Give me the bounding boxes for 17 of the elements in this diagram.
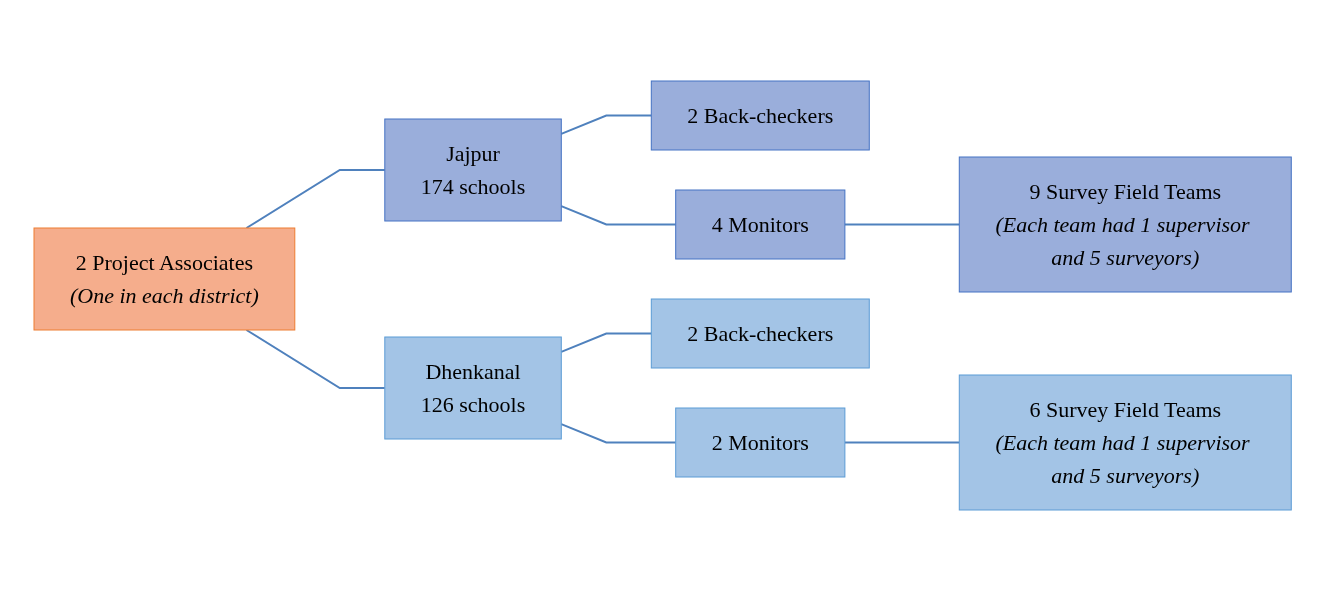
connector xyxy=(843,441,961,443)
node-box: 2 Back-checkers xyxy=(650,80,870,150)
connector xyxy=(560,422,677,443)
connector xyxy=(843,223,961,225)
node-box: Jajpur 174 schools xyxy=(384,118,562,221)
connector xyxy=(245,328,386,389)
node-box: 2 Back-checkers xyxy=(650,298,870,368)
connector xyxy=(245,168,386,229)
node-box: 6 Survey Field Teams (Each team had 1 supervisor and 5 surveyors) xyxy=(958,374,1292,510)
connector xyxy=(560,204,677,225)
node-box: Dhenkanal 126 schools xyxy=(384,336,562,439)
node-box: 9 Survey Field Teams (Each team had 1 supervisor and 5 surveyors) xyxy=(958,156,1292,292)
connector xyxy=(560,114,653,135)
connector xyxy=(560,332,653,353)
node-box: 2 Monitors xyxy=(675,407,846,477)
node-box: 2 Project Associates (One in each district) xyxy=(33,227,296,330)
node-box: 4 Monitors xyxy=(675,189,846,259)
